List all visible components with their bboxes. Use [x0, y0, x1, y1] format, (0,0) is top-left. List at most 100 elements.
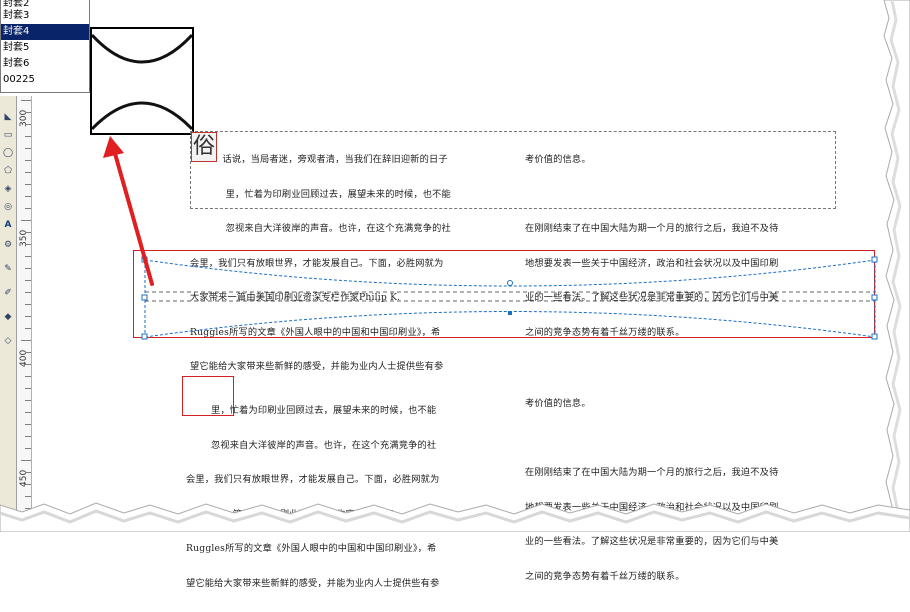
ruler-tick: [25, 184, 31, 185]
envelope-node[interactable]: [507, 280, 513, 286]
canvas-overlay: [0, 0, 910, 532]
text-line: 在刚刚结束了在中国大陆为期一个月的旅行之后，我迫不及待: [525, 223, 779, 234]
ruler-tick: [25, 268, 31, 269]
fill-icon[interactable]: ◆: [4, 311, 12, 322]
envelope-node[interactable]: [871, 333, 878, 340]
ruler-tick: [25, 400, 31, 401]
corel-draw-envelope-screenshot: 封套2 封套3 封套4 封套5 封套6 00225 ◣ ▭ ◯ ⬠ ◈ ◎ A …: [0, 0, 910, 589]
ruler-tick: [25, 364, 31, 365]
frame-top-left-column: 话说，当局者迷，旁观者清，当我们在辞旧迎新的日子 里，忙着为印刷业回顾过去，展望…: [190, 131, 451, 396]
text-line: 话说，当局者迷，旁观者清，当我们在辞旧迎新的日子: [210, 154, 448, 165]
text-line: 考价值的信息。: [525, 398, 591, 409]
ruler-tick: [25, 328, 31, 329]
ruler-tick: [21, 100, 31, 101]
text-line: 业的一些看法。了解这些状况是非常重要的，因为它们与中美: [525, 292, 779, 303]
preset-item[interactable]: 封套3: [3, 10, 30, 21]
text-line: 望它能给大家带来些新鲜的感受，并能为业内人士提供些有参: [190, 361, 444, 372]
text-line: 在刚刚结束了在中国大陆为期一个月的旅行之后，我迫不及待: [525, 467, 779, 478]
drop-cap-glyph: 俗: [191, 132, 217, 162]
ruler-tick: [25, 172, 31, 173]
polygon-icon[interactable]: ⬠: [4, 165, 12, 176]
text-line: 会里，我们只有放眼世界，才能发展自己。下面，必胜网就为: [190, 257, 444, 269]
text-line: 忽视来自大洋彼岸的声音。也许，在这个充满竞争的社: [186, 439, 437, 451]
text-icon[interactable]: A: [2, 218, 14, 231]
envelope-selection-box[interactable]: [133, 250, 875, 338]
ruler-tick: [25, 124, 31, 125]
envelope-preview: [90, 27, 194, 135]
arrow-line: [112, 148, 154, 286]
text-line: Ruggles所写的文章《外国人眼中的中国和中国印刷业》，希: [186, 543, 437, 554]
ellipse-icon[interactable]: ◯: [2, 147, 14, 158]
paragraph-text-frame[interactable]: [190, 131, 836, 209]
envelope-preset-list[interactable]: 封套2 封套3 封套4 封套5 封套6 00225: [0, 0, 90, 93]
ruler-tick: [25, 412, 31, 413]
ruler-tick: [25, 280, 31, 281]
preset-item[interactable]: 00225: [3, 74, 35, 85]
text-line: 望它能给大家带来些新鲜的感受，并能为业内人士提供些有参: [186, 577, 440, 589]
preset-item[interactable]: 封套2: [3, 0, 30, 8]
text-line: Ruggles所写的文章《外国人眼中的中国和中国印刷业》，希: [190, 326, 441, 338]
ruler-tick: [21, 220, 31, 221]
text-line: 考价值的信息。: [525, 154, 591, 165]
interactive-fill-icon[interactable]: ◇: [4, 335, 12, 346]
text-tool-glyph: A: [4, 219, 12, 230]
spiral-icon[interactable]: ◎: [4, 201, 12, 212]
envelope-node[interactable]: [871, 256, 878, 263]
ruler-tick: [25, 160, 31, 161]
torn-edge-shadow-bottom: [0, 509, 910, 524]
ruler-tick: [25, 232, 31, 233]
preset-item-selected[interactable]: 封套4: [1, 24, 89, 40]
text-line: 之间的竞争态势有着千丝万缕的联系。: [525, 326, 685, 338]
interactive-icon[interactable]: ⚙: [3, 239, 13, 250]
text-line: 之间的竞争态势有着千丝万缕的联系。: [525, 570, 685, 582]
envelope-node[interactable]: [141, 294, 148, 301]
frame-top-right-column: 考价值的信息。 在刚刚结束了在中国大陆为期一个月的旅行之后，我迫不及待 地想要发…: [525, 131, 778, 361]
ruler-tick: [25, 388, 31, 389]
text-line: 里，忙着为印刷业回顾过去，展望未来的时候，也不能: [210, 188, 451, 200]
ruler-tick: [25, 484, 31, 485]
envelope-node[interactable]: [871, 294, 878, 301]
text-line: 大家带来一篇由美国印刷业资深专栏作家Philip K.: [190, 292, 401, 303]
ruler-tick: [25, 436, 31, 437]
envelope-node[interactable]: [141, 333, 148, 340]
text-line: 业的一些看法。了解这些状况是非常重要的，因为它们与中美: [525, 536, 779, 547]
preset-item[interactable]: 封套6: [3, 58, 30, 69]
ruler-tick: [25, 352, 31, 353]
text-line: 会里，我们只有放眼世界，才能发展自己。下面，必胜网就为: [186, 474, 440, 485]
torn-edge-bottom: [0, 502, 910, 532]
preset-item[interactable]: 封套5: [3, 42, 30, 53]
ruler-tick: [25, 496, 31, 497]
pick-icon[interactable]: ◣: [4, 111, 12, 122]
vertical-ruler[interactable]: 300 350 400 450: [17, 96, 32, 516]
basic-shapes-icon[interactable]: ◈: [4, 183, 12, 194]
ruler-tick: [21, 340, 31, 341]
ruler-tick: [25, 196, 31, 197]
rectangle-icon[interactable]: ▭: [3, 129, 13, 140]
text-line: 里，忙着为印刷业回顾过去，展望未来的时候，也不能: [186, 405, 437, 416]
outline-icon[interactable]: ✐: [4, 287, 12, 298]
ruler-tick: [25, 424, 31, 425]
ruler-tick: [25, 136, 31, 137]
envelope-node[interactable]: [508, 311, 512, 315]
ruler-tick: [25, 208, 31, 209]
ruler-tick: [25, 256, 31, 257]
torn-edge-shadow-right: [889, 0, 902, 532]
ruler-tick: [25, 316, 31, 317]
arrow-head: [103, 136, 124, 158]
text-line: 地想要发表一些关于中国经济，政治和社会状况以及中国印刷: [525, 257, 779, 269]
ruler-tick: [25, 112, 31, 113]
ruler-tick: [25, 148, 31, 149]
ruler-tick: [25, 448, 31, 449]
ruler-tick: [25, 376, 31, 377]
ruler-tick: [25, 472, 31, 473]
ruler-tick: [25, 244, 31, 245]
text-line: 忽视来自大洋彼岸的声音。也许，在这个充满竞争的社: [210, 223, 451, 234]
ruler-tick: [25, 292, 31, 293]
ruler-tick: [25, 304, 31, 305]
envelope-bottom-curve[interactable]: [144, 311, 876, 338]
ruler-tick: [25, 508, 31, 509]
eyedropper-icon[interactable]: ✎: [4, 263, 12, 274]
toolbox: ◣ ▭ ◯ ⬠ ◈ ◎ A ⚙ ✎ ✐ ◆ ◇: [0, 96, 17, 516]
envelope-preview-shape: [90, 33, 194, 131]
ruler-tick: [21, 460, 31, 461]
